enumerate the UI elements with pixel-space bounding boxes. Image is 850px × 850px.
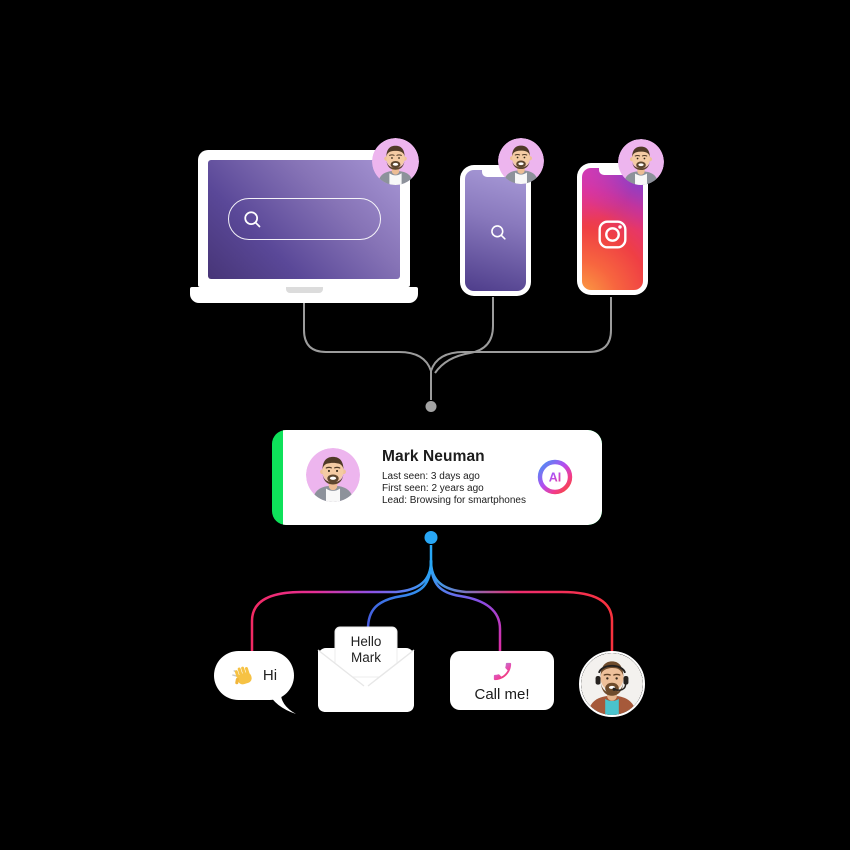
search-icon — [242, 209, 263, 230]
chat-label: Hi — [262, 667, 278, 684]
profile-last-seen: Last seen: 3 days ago — [382, 471, 480, 482]
profile-avatar — [306, 448, 360, 502]
phone-search — [460, 165, 531, 296]
ai-badge-label: AI — [549, 471, 562, 485]
chat-bubble: Hi — [214, 651, 294, 700]
phone-search-screen — [465, 170, 526, 291]
call-label: Call me! — [474, 686, 530, 703]
laptop-base — [190, 287, 418, 303]
avatar-phone-user — [498, 138, 544, 184]
user-avatar — [306, 448, 360, 502]
user-avatar — [498, 138, 544, 184]
customer-profile-card: Mark Neuman Last seen: 3 days ago First … — [272, 430, 602, 525]
instagram-icon — [596, 218, 629, 251]
waving-hand-icon — [231, 663, 257, 689]
profile-details: Last seen: 3 days ago First seen: 2 year… — [382, 471, 526, 508]
phone-notch — [481, 170, 510, 177]
call-card: Call me! — [450, 651, 554, 710]
avatar-instagram-user — [618, 139, 664, 185]
phone-notch — [598, 168, 627, 175]
profile-name: Mark Neuman — [382, 448, 485, 465]
search-bar — [228, 198, 381, 240]
email-letter-text: Hello Mark — [350, 634, 382, 665]
support-agent-avatar — [581, 653, 643, 715]
profile-lead: Lead: Browsing for smartphones — [382, 495, 526, 507]
laptop-hinge-notch — [286, 287, 323, 293]
user-avatar — [618, 139, 664, 185]
phone-instagram-screen — [582, 168, 643, 290]
ai-badge-icon: AI — [537, 459, 573, 495]
merge-dot — [425, 401, 437, 412]
phone-handset-icon — [491, 660, 514, 683]
action-connectors — [250, 531, 614, 657]
user-avatar — [372, 138, 419, 185]
phone-instagram — [577, 163, 648, 295]
agent-avatar — [579, 651, 645, 717]
avatar-laptop-user — [372, 138, 419, 185]
search-icon — [489, 223, 508, 242]
chat-bubble-tail — [268, 692, 296, 714]
device-connectors — [303, 297, 612, 412]
profile-first-seen: First seen: 2 years ago — [382, 483, 484, 495]
envelope-icon — [317, 626, 415, 712]
branch-dot — [424, 531, 438, 544]
